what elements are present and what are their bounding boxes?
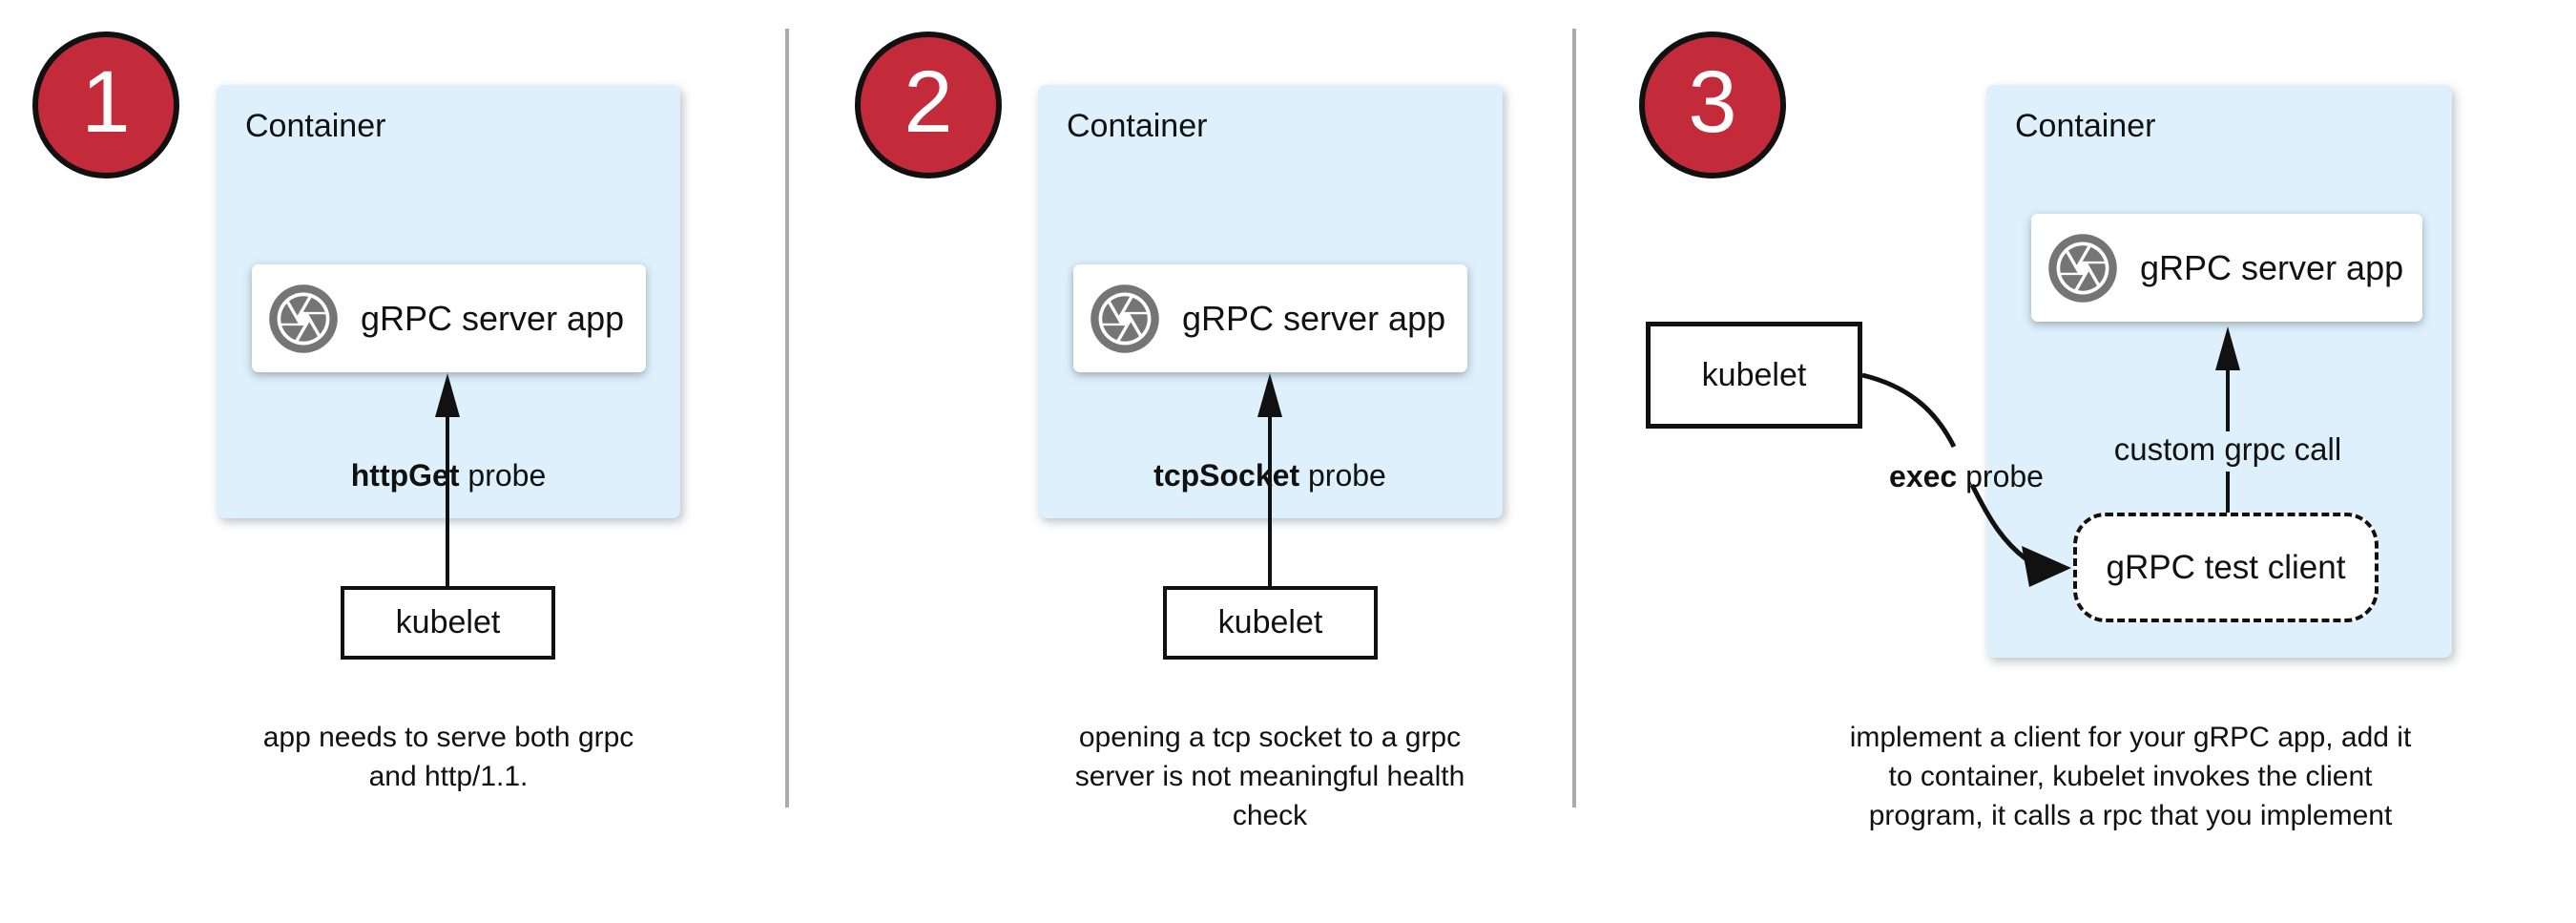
caption-line: program, it calls a rpc that you impleme… bbox=[1868, 800, 2393, 831]
caption-3: implement a client for your gRPC app, ad… bbox=[1844, 718, 2417, 835]
probe-word: probe bbox=[1957, 459, 2044, 493]
kubelet-box-3: kubelet bbox=[1646, 322, 1862, 429]
aperture-icon bbox=[269, 283, 338, 353]
probe-label-1: httpGet probe bbox=[258, 458, 639, 493]
grpc-server-app-box-1: gRPC server app bbox=[252, 264, 646, 372]
caption-line: check bbox=[1232, 800, 1308, 831]
caption-line: implement a client for your gRPC app, ad… bbox=[1849, 722, 2412, 753]
container-label-3: Container bbox=[2015, 108, 2156, 144]
step-badge-1: 1 bbox=[32, 31, 179, 178]
kubelet-label: kubelet bbox=[1701, 356, 1807, 393]
grpc-server-app-box-3: gRPC server app bbox=[2031, 214, 2422, 322]
caption-line: and http/1.1. bbox=[368, 761, 529, 792]
test-client-label: gRPC test client bbox=[2106, 548, 2346, 586]
kubelet-box-2: kubelet bbox=[1163, 586, 1378, 660]
kubelet-label: kubelet bbox=[395, 604, 501, 640]
kubelet-box-1: kubelet bbox=[341, 586, 555, 660]
aperture-icon bbox=[1091, 283, 1159, 353]
probe-word: probe bbox=[1299, 458, 1386, 493]
step-number: 3 bbox=[1688, 53, 1737, 151]
probe-type: exec bbox=[1889, 459, 1958, 493]
kubelet-label: kubelet bbox=[1217, 604, 1323, 640]
step-badge-3: 3 bbox=[1639, 31, 1786, 178]
probe-type: tcpSocket bbox=[1153, 458, 1300, 493]
caption-line: app needs to serve both grpc bbox=[262, 722, 634, 753]
caption-line: to container, kubelet invokes the client bbox=[1888, 761, 2373, 792]
custom-grpc-call-label: custom grpc call bbox=[2113, 431, 2342, 467]
grpc-server-app-box-2: gRPC server app bbox=[1073, 264, 1467, 372]
probe-type: httpGet bbox=[350, 458, 460, 493]
step-badge-2: 2 bbox=[855, 31, 1002, 178]
aperture-icon bbox=[2048, 233, 2117, 303]
caption-line: opening a tcp socket to a grpc bbox=[1078, 722, 1462, 753]
container-label-1: Container bbox=[245, 108, 386, 144]
probe-label-2: tcpSocket probe bbox=[1079, 458, 1461, 493]
probe-word: probe bbox=[459, 458, 547, 493]
grpc-test-client-box: gRPC test client bbox=[2073, 513, 2379, 622]
app-box-label: gRPC server app bbox=[361, 298, 625, 338]
app-box-label: gRPC server app bbox=[2140, 247, 2404, 287]
probe-label-3: exec probe bbox=[1823, 459, 2109, 494]
step-number: 2 bbox=[904, 53, 953, 151]
step-number: 1 bbox=[81, 53, 131, 151]
caption-2: opening a tcp socket to a grpc server is… bbox=[984, 718, 1556, 835]
app-box-label: gRPC server app bbox=[1182, 298, 1446, 338]
container-label-2: Container bbox=[1067, 108, 1208, 144]
caption-line: server is not meaningful health bbox=[1074, 761, 1465, 792]
caption-1: app needs to serve both grpc and http/1.… bbox=[162, 718, 735, 796]
